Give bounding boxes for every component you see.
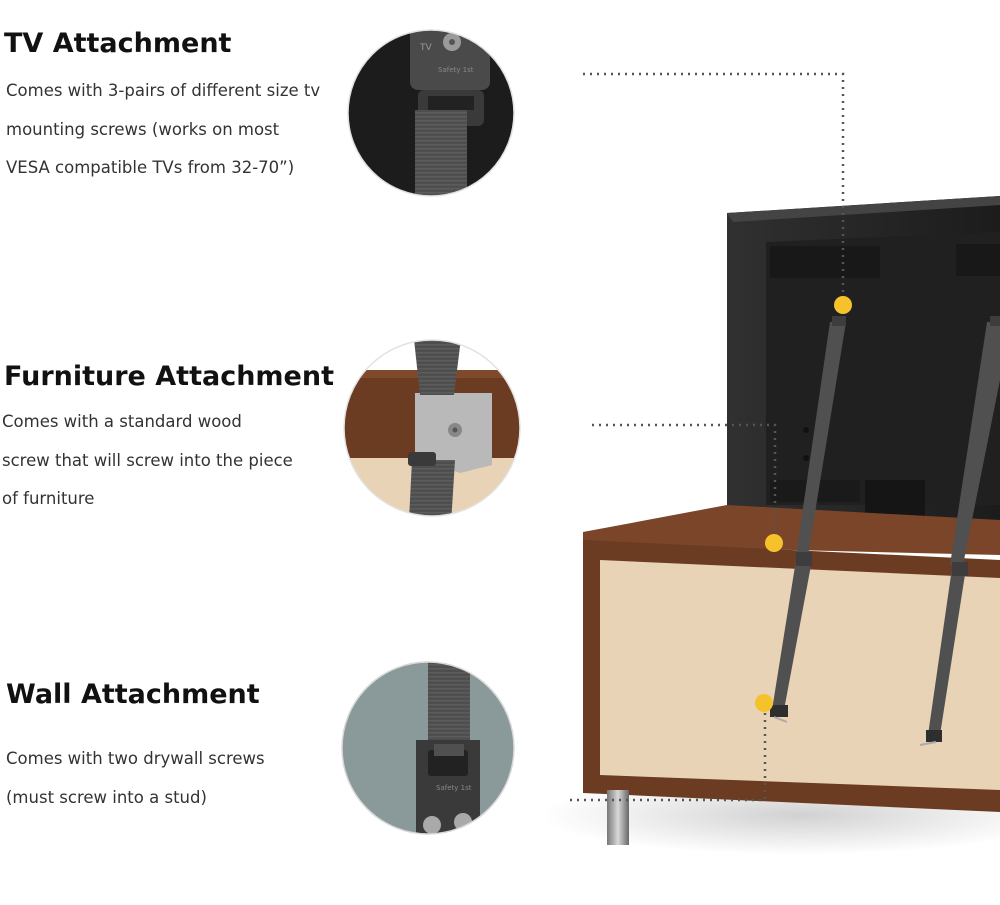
furniture-attachment-title: Furniture Attachment	[4, 361, 334, 392]
strap-right	[919, 316, 1000, 746]
strap-webbing-furniture-bottom	[408, 460, 455, 516]
tv-vent-left	[770, 246, 880, 278]
marker-tv-attachment	[834, 296, 852, 314]
brand-mark-tv: Safety 1st	[438, 66, 474, 74]
wall-attachment-line-1: Comes with two drywall screws	[6, 749, 265, 768]
zoom-circle-tv: TV Safety 1st	[347, 29, 515, 197]
wall-attachment-line-2: (must screw into a stud)	[6, 787, 207, 807]
marker-furniture-attachment	[765, 534, 783, 552]
tv-vent-right	[956, 244, 1000, 276]
tv-attachment-line-1: Comes with 3-pairs of different size tv	[6, 81, 321, 100]
wall-attachment-description: Comes with two drywall screws (must scre…	[6, 740, 265, 817]
wall-attachment-title: Wall Attachment	[6, 679, 260, 710]
zoom-circle-wall: Safety 1st WALL	[341, 661, 515, 846]
tv-attachment-title: TV Attachment	[4, 28, 232, 59]
tv-attachment-line-2: mounting screws (works on most	[6, 119, 280, 139]
cabinet-panel	[600, 560, 1000, 790]
marker-wall-attachment	[755, 694, 773, 712]
drywall-screw-left-icon	[423, 816, 441, 834]
strap-webbing-wall	[428, 662, 470, 745]
cabinet-leg	[607, 790, 629, 845]
furniture-attachment-line-1: Comes with a standard wood	[2, 412, 242, 431]
tv-back	[727, 196, 1000, 540]
leader-lines	[570, 72, 845, 802]
tv-attachment-description: Comes with 3-pairs of different size tv …	[6, 72, 320, 188]
furniture-attachment-line-2: screw that will screw into the piece	[2, 450, 293, 470]
brand-mark-wall: Safety 1st	[436, 784, 472, 792]
wall-plate-label: WALL	[448, 836, 475, 846]
zoom-circle-furniture	[343, 339, 521, 517]
strap-left	[770, 316, 846, 723]
tv-attachment-line-3: VESA compatible TVs from 32-70”)	[6, 158, 295, 177]
furniture-attachment-line-3: of furniture	[2, 489, 95, 508]
furniture-attachment-description: Comes with a standard wood screw that wi…	[2, 403, 293, 519]
strap-webbing-furniture-top	[413, 340, 462, 395]
tv-cabinet	[583, 505, 1000, 845]
tv-plate-label: TV	[419, 43, 432, 53]
strap-webbing-tv	[415, 110, 467, 196]
